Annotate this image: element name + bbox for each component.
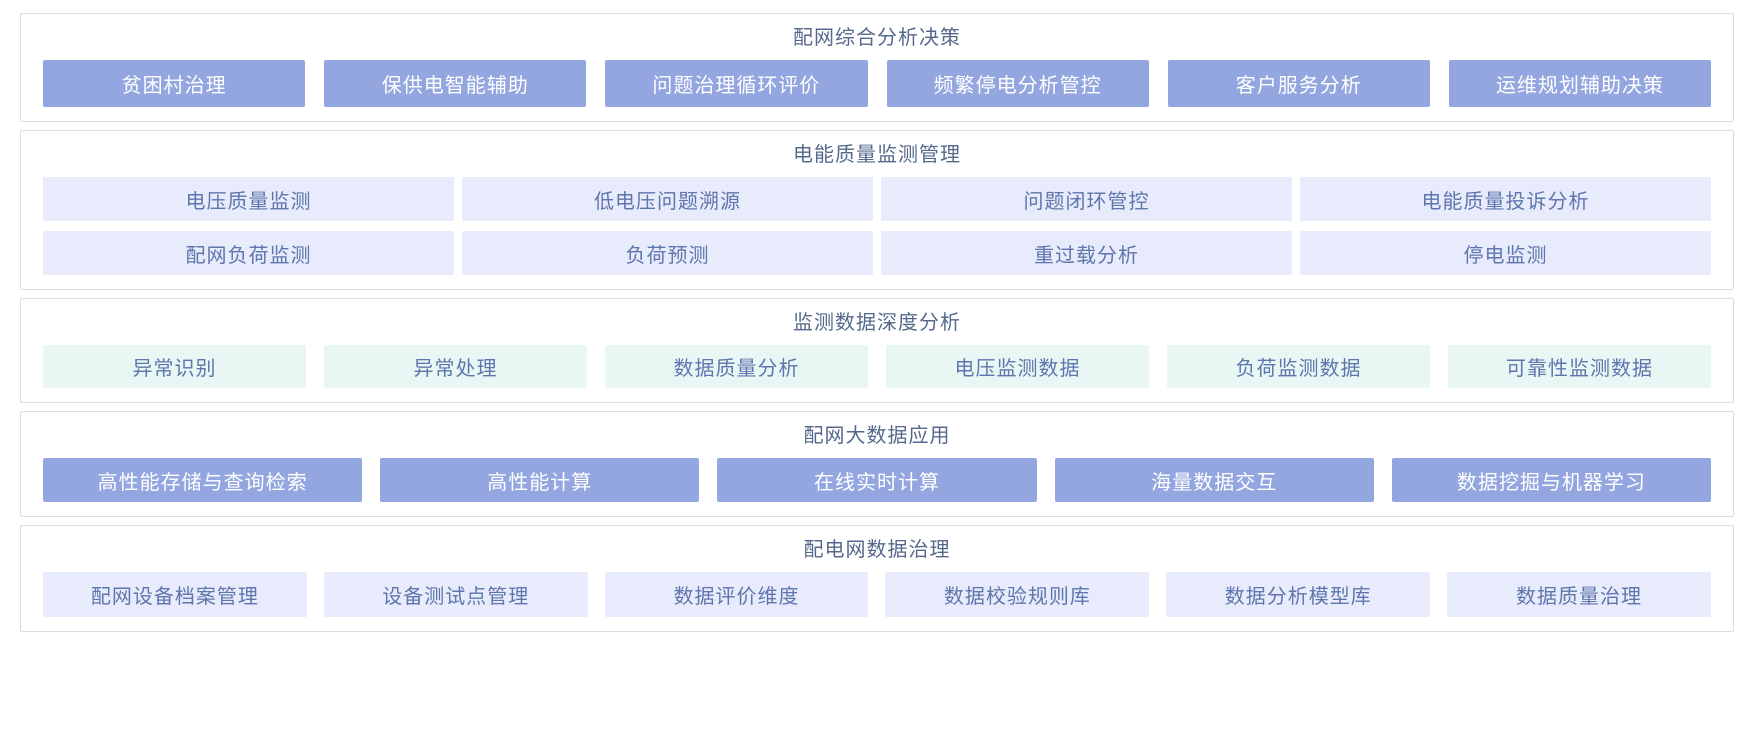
- module-chip[interactable]: 配网设备档案管理: [43, 572, 307, 617]
- module-chip[interactable]: 可靠性监测数据: [1448, 345, 1711, 388]
- section-title: 配网大数据应用: [803, 425, 951, 447]
- module-chip[interactable]: 重过载分析: [881, 231, 1292, 275]
- module-chip[interactable]: 运维规划辅助决策: [1448, 60, 1712, 107]
- module-chip[interactable]: 异常处理: [324, 345, 587, 388]
- module-chip[interactable]: 电压监测数据: [886, 345, 1149, 388]
- module-chip[interactable]: 配网负荷监测: [43, 231, 454, 275]
- section-2: 电能质量监测管理电压质量监测低电压问题溯源问题闭环管控电能质量投诉分析配网负荷监…: [20, 130, 1734, 290]
- section-5-row-1: 配网设备档案管理设备测试点管理数据评价维度数据校验规则库数据分析模型库数据质量治…: [43, 572, 1711, 617]
- section-2-row-2: 配网负荷监测负荷预测重过载分析停电监测: [43, 231, 1711, 275]
- module-chip[interactable]: 异常识别: [43, 345, 306, 388]
- module-chip[interactable]: 数据分析模型库: [1166, 572, 1431, 617]
- module-chip[interactable]: 数据评价维度: [604, 572, 869, 617]
- section-title: 监测数据深度分析: [793, 312, 961, 334]
- module-chip[interactable]: 贫困村治理: [43, 60, 306, 107]
- module-chip[interactable]: 停电监测: [1300, 231, 1711, 275]
- module-chip[interactable]: 保供电智能辅助: [324, 60, 587, 107]
- module-chip[interactable]: 数据质量治理: [1447, 572, 1711, 617]
- module-chip[interactable]: 数据质量分析: [605, 345, 868, 388]
- module-chip[interactable]: 设备测试点管理: [323, 572, 588, 617]
- section-3: 监测数据深度分析异常识别异常处理数据质量分析电压监测数据负荷监测数据可靠性监测数…: [20, 298, 1734, 403]
- module-chip[interactable]: 问题治理循环评价: [605, 60, 868, 107]
- module-chip[interactable]: 负荷监测数据: [1167, 345, 1430, 388]
- module-chip[interactable]: 低电压问题溯源: [462, 177, 873, 221]
- section-2-row-1: 电压质量监测低电压问题溯源问题闭环管控电能质量投诉分析: [43, 177, 1711, 221]
- section-title: 配网综合分析决策: [793, 27, 961, 49]
- section-4-row-1: 高性能存储与查询检索高性能计算在线实时计算海量数据交互数据挖掘与机器学习: [43, 458, 1712, 502]
- section-1-row-1: 贫困村治理保供电智能辅助问题治理循环评价频繁停电分析管控客户服务分析运维规划辅助…: [43, 60, 1712, 107]
- section-title: 电能质量监测管理: [793, 144, 961, 166]
- module-chip[interactable]: 海量数据交互: [1054, 458, 1374, 502]
- module-chip[interactable]: 数据校验规则库: [885, 572, 1150, 617]
- module-chip[interactable]: 问题闭环管控: [881, 177, 1292, 221]
- section-3-row-1: 异常识别异常处理数据质量分析电压监测数据负荷监测数据可靠性监测数据: [43, 345, 1711, 388]
- section-1: 配网综合分析决策贫困村治理保供电智能辅助问题治理循环评价频繁停电分析管控客户服务…: [20, 13, 1734, 122]
- module-chip[interactable]: 数据挖掘与机器学习: [1391, 458, 1712, 502]
- module-chip[interactable]: 电压质量监测: [43, 177, 454, 221]
- module-chip[interactable]: 高性能存储与查询检索: [43, 458, 363, 502]
- module-chip[interactable]: 客户服务分析: [1167, 60, 1430, 107]
- module-chip[interactable]: 频繁停电分析管控: [886, 60, 1149, 107]
- section-title: 配电网数据治理: [803, 539, 951, 561]
- module-chip[interactable]: 在线实时计算: [717, 458, 1037, 502]
- section-5: 配电网数据治理配网设备档案管理设备测试点管理数据评价维度数据校验规则库数据分析模…: [20, 525, 1734, 632]
- section-4: 配网大数据应用高性能存储与查询检索高性能计算在线实时计算海量数据交互数据挖掘与机…: [20, 411, 1734, 517]
- module-chip[interactable]: 电能质量投诉分析: [1300, 177, 1711, 221]
- module-chip[interactable]: 高性能计算: [380, 458, 700, 502]
- module-chip[interactable]: 负荷预测: [462, 231, 873, 275]
